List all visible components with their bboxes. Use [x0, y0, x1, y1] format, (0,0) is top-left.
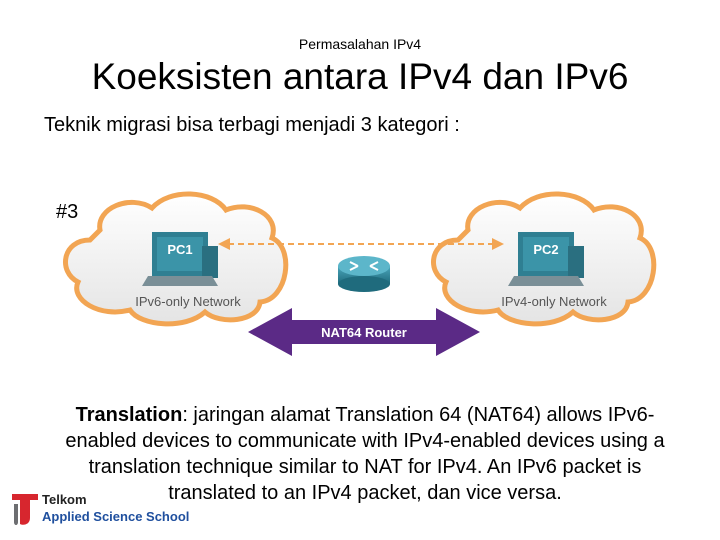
router-label: NAT64 Router — [321, 325, 407, 340]
telkom-logo-icon — [12, 494, 38, 525]
pc1-computer-icon — [142, 232, 218, 286]
slide-subtitle: Teknik migrasi bisa terbagi menjadi 3 ka… — [44, 114, 460, 136]
body-term: Translation — [75, 404, 183, 426]
pc2-label: PC2 — [533, 242, 558, 257]
nat64-diagram: PC1 PC2 NAT64 Router IPv6-only Network I… — [63, 191, 657, 356]
slide-kicker: Permasalahan IPv4 — [298, 36, 422, 52]
slide-title: Koeksisten antara IPv4 dan IPv6 — [91, 56, 629, 97]
body-paragraph: Translation: jaringan alamat Translation… — [60, 402, 670, 506]
nat64-arrow-icon — [248, 308, 480, 356]
dashed-arrow-icon — [218, 238, 504, 250]
right-network-label: IPv4-only Network — [501, 294, 607, 309]
pc2-computer-icon — [508, 232, 584, 286]
left-network-label: IPv6-only Network — [135, 294, 241, 309]
pc1-label: PC1 — [167, 242, 192, 257]
logo-brand: Telkom — [42, 492, 87, 507]
router-icon — [338, 256, 390, 292]
logo-school: Applied Science School — [42, 509, 190, 524]
category-tag: #3 — [56, 201, 79, 223]
body-text: : jaringan alamat Translation 64 (NAT64)… — [65, 404, 665, 504]
